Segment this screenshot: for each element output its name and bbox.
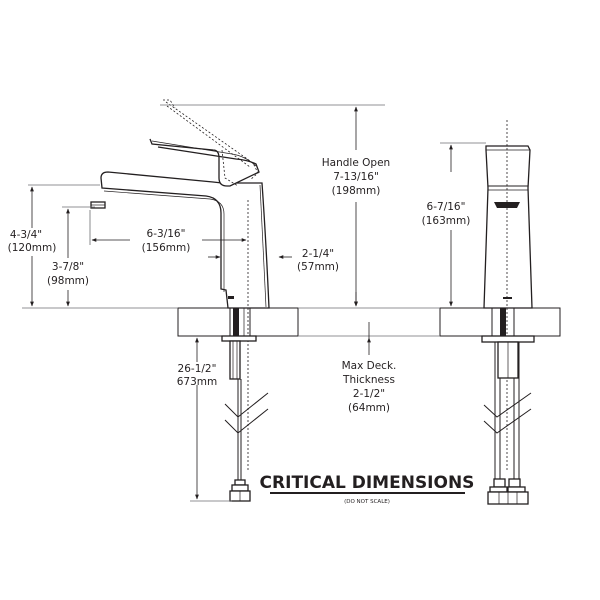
supply-lines-front [481,335,535,505]
deck-section-left [177,307,299,337]
handle-open-imperial: 7-13/16" [333,171,379,183]
supply-length-imperial: 26-1/2" [178,363,217,375]
spout-height-imperial: 4-3/4" [10,229,42,241]
overall-height-metric: (163mm) [422,215,471,227]
handle-open-metric: (198mm) [332,185,381,197]
aerator-height-metric: (98mm) [47,275,89,287]
deck-thickness-imperial: 2-1/2" [353,388,385,400]
brand-logo-mark-side [228,296,234,299]
overall-height-imperial: 6-7/16" [427,201,466,213]
break-mark-side [224,392,269,418]
front-view [439,120,561,505]
spout-reach-imperial: 6-3/16" [147,228,186,240]
deck-section-right [439,307,561,337]
base-width-imperial: 2-1/4" [302,248,334,260]
deck-thickness-metric: (64mm) [348,402,390,414]
spout-reach-metric: (156mm) [142,242,191,254]
break-mark-front [483,392,532,418]
spout-height-metric: (120mm) [8,242,57,254]
diagram-title: CRITICAL DIMENSIONS [260,473,475,493]
side-view [90,99,299,502]
dimension-labels: 4-3/4" (120mm) 3-7/8" (98mm) 6-3/16" (15… [8,157,471,414]
title-block: CRITICAL DIMENSIONS (DO NOT SCALE) [260,473,475,505]
diagram-subtitle: (DO NOT SCALE) [344,499,390,505]
aerator-height-imperial: 3-7/8" [52,261,84,273]
faucet-body-front [483,145,533,309]
supply-line-side [221,335,269,502]
brand-logo-mark-front [503,297,512,299]
base-width-metric: (57mm) [297,261,339,273]
deck-thickness-line2: Thickness [342,374,395,386]
deck-thickness-line1: Max Deck. [342,360,397,372]
supply-length-metric: 673mm [177,376,218,388]
handle-open-label: Handle Open [322,157,390,169]
dimension-lines [30,106,453,500]
faucet-body-side [90,171,270,309]
